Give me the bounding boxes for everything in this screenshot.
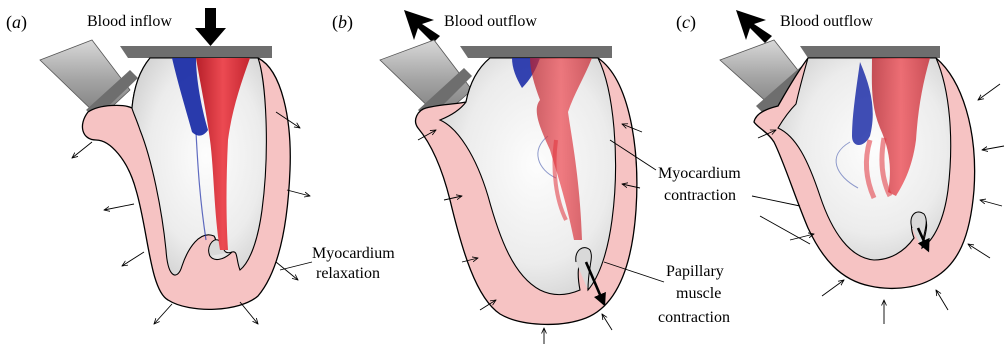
panel-b-label-group: (b) bbox=[332, 12, 353, 33]
panel-c-leader-bottom bbox=[760, 216, 810, 244]
panel-c-annotation-line1: Myocardium bbox=[658, 165, 741, 182]
panel-c-label-group: (c) bbox=[676, 12, 696, 33]
panel-c-outflow-arrow bbox=[736, 10, 772, 43]
panel-a-label-group: (a) bbox=[6, 12, 27, 33]
panel-b-outflow-arrow bbox=[404, 10, 440, 43]
panel-a-leader bbox=[280, 262, 312, 270]
panel-b-valve-plate bbox=[460, 46, 612, 58]
panel-c-valve-plate bbox=[800, 46, 940, 58]
panel-b-annotation-line2: muscle bbox=[676, 285, 721, 302]
panel-b-flow-label: Blood outflow bbox=[444, 13, 537, 30]
panel-a-flow-label: Blood inflow bbox=[87, 13, 172, 30]
panel-c-label: c bbox=[682, 12, 690, 32]
panel-c-leader-lower bbox=[752, 196, 800, 206]
panel-c-flow-label: Blood outflow bbox=[780, 13, 873, 30]
panel-a: (a) Blood inflow Myocardiu bbox=[6, 8, 395, 324]
panel-a-label: a bbox=[12, 12, 21, 32]
panel-a-valve-plate bbox=[120, 46, 272, 58]
panel-b-annotation-line1: Papillary bbox=[666, 263, 724, 280]
panel-a-annotation-line2: relaxation bbox=[316, 265, 380, 282]
panel-a-annotation-line1: Myocardium bbox=[312, 245, 395, 262]
panel-b-annotation-line3: contraction bbox=[658, 309, 730, 326]
panel-c-annotation-line2: contraction bbox=[664, 187, 736, 204]
inflow-arrow bbox=[195, 8, 226, 46]
panel-b-label: b bbox=[338, 12, 347, 32]
